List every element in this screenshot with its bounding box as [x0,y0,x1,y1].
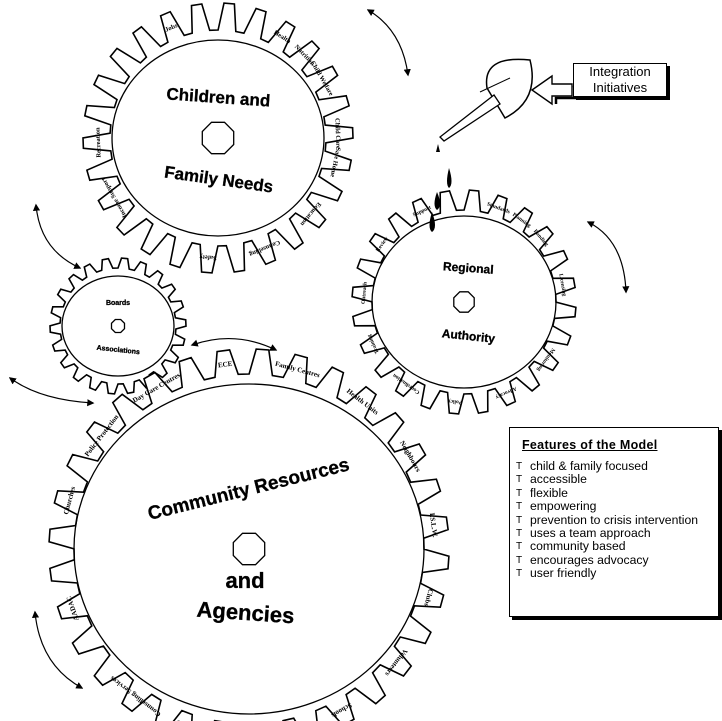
gear-tooth-label: Jobs [164,22,179,34]
gear-tooth-label: Child Care [333,118,341,149]
gear-center-label: Authority [441,326,496,346]
drops-icon [429,144,452,232]
rotation-arrow [586,221,630,294]
rotation-arrow [31,610,84,689]
rotation-arrow [366,9,411,77]
gear-tooth-label: Licensing [557,273,567,297]
features-title: Features of the Model [522,438,658,452]
gear-tooth-label: I.S.L.W. [428,512,439,538]
gear-tooth-label: Policy [447,398,462,405]
gear-hub [110,318,126,334]
feature-text: empowering [530,499,597,514]
gear-tooth-label: ECE [217,360,233,370]
feature-bullet: T [516,514,523,526]
feature-bullet: T [516,501,523,513]
feature-bullet: T [516,528,523,540]
gear-hub [453,291,475,313]
gear-tooth-label: Recreation [94,127,102,158]
gear-inner-ring [111,39,325,237]
gear-hub [201,121,235,155]
integration-initiatives-callout: Integration Initiatives [573,63,667,97]
feature-bullet: T [516,461,523,472]
gear-regional-authority: RegionalAuthorityLicensingFundingPlannin… [351,189,577,415]
gear-tooth-label: Safety [198,253,217,261]
feature-text: child & family focused [530,459,648,473]
callout-line-1: Integration [589,64,651,79]
gear-center-label: and [225,568,264,593]
gear-center-label: Associations [96,345,140,357]
rotation-arrow [8,377,95,407]
gear-inner-ring [73,383,425,715]
feature-text: flexible [530,485,568,500]
feature-text: community based [530,539,626,554]
feature-bullet: T [516,554,523,566]
feature-text: uses a team approach [530,526,651,541]
rotation-arrow [190,338,278,351]
gear-inner-ring [61,275,175,377]
feature-text: prevention to crisis intervention [530,512,699,527]
feature-bullet: T [516,474,523,486]
feature-text: user friendly [530,566,597,581]
callout-arrow-icon [530,74,578,106]
feature-bullet: T [516,568,523,580]
feature-bullet: T [516,541,523,553]
callout-line-2: Initiatives [592,80,648,95]
gear-inner-ring [371,215,557,389]
gear-center-label: Boards [106,300,130,307]
funnel-icon [439,58,533,142]
gear-tooth-label: Outreach [361,282,369,305]
feature-bullet: T [516,487,523,499]
rotation-arrow [32,203,82,269]
feature-text: accessible [530,472,587,487]
rotation-arrows [8,9,630,689]
feature-text: encourages advocacy [530,552,649,567]
gear-hub [232,532,266,566]
gear-center-label: Regional [443,259,495,277]
